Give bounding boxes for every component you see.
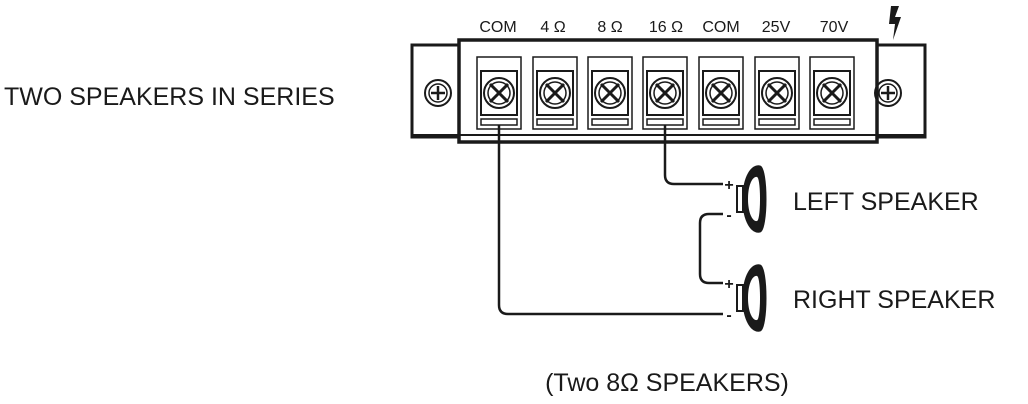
left-speaker-icon [736, 165, 767, 233]
terminal-com-2-screw-icon [698, 56, 744, 130]
right-speaker-icon [736, 264, 767, 332]
diagram-title: TWO SPEAKERS IN SERIES [4, 83, 335, 111]
left-speaker-plus: + [724, 177, 733, 194]
terminal-label-com-1: COM [479, 19, 516, 36]
wire-16-ohm-to-left-plus [663, 125, 723, 186]
left-speaker-label: LEFT SPEAKER [793, 188, 979, 216]
right-speaker-plus: + [724, 276, 733, 293]
caption: (Two 8Ω SPEAKERS) [545, 369, 789, 397]
terminal-label-com-2: COM [702, 19, 739, 36]
mount-screw-left-icon [424, 79, 452, 107]
lightning-icon [889, 6, 901, 40]
right-speaker-minus: - [726, 307, 731, 324]
polarity-marks: + - + - [724, 177, 733, 324]
terminal-8-ohm-screw-icon [587, 56, 633, 130]
right-speaker-label: RIGHT SPEAKER [793, 286, 995, 314]
wire-left-minus-to-right-plus [698, 212, 723, 285]
terminal-label-16-ohm: 16 Ω [649, 19, 683, 36]
terminal-label-70v: 70V [820, 19, 849, 36]
terminal-label-4-ohm: 4 Ω [540, 19, 565, 36]
left-speaker-minus: - [726, 207, 731, 224]
terminal-label-25v: 25V [762, 19, 791, 36]
wire-com-to-right-minus [497, 125, 723, 316]
mount-screw-right-icon [874, 79, 902, 107]
terminal-16-ohm-screw-icon [642, 56, 688, 130]
terminal-25v-screw-icon [754, 56, 800, 130]
terminal-label-8-ohm: 8 Ω [597, 19, 622, 36]
terminal-labels: COM 4 Ω 8 Ω 16 Ω COM 25V 70V [479, 19, 848, 36]
terminal-screws [476, 56, 855, 130]
terminal-70v-screw-icon [809, 56, 855, 130]
wires [497, 125, 723, 316]
terminal-4-ohm-screw-icon [532, 56, 578, 130]
